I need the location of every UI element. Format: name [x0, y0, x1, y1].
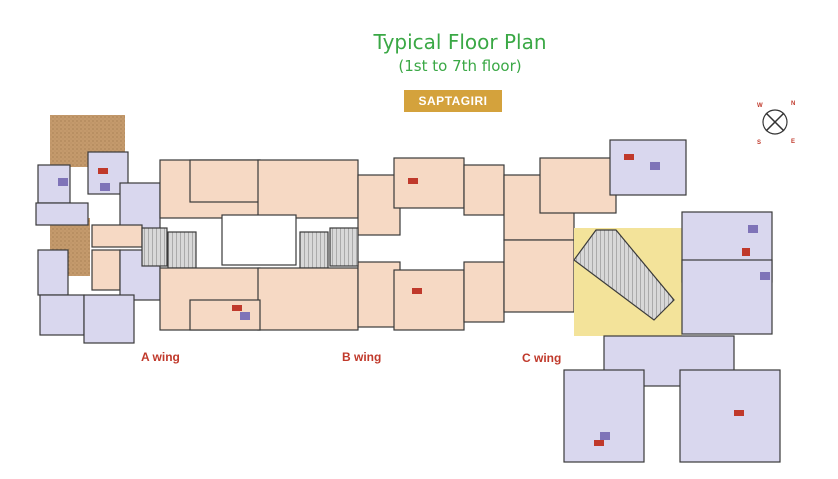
- plan-title: Typical Floor Plan: [373, 30, 547, 54]
- compass-s: S: [757, 140, 761, 146]
- b-wing-label: B wing: [342, 350, 382, 364]
- a-wing-label: A wing: [141, 350, 180, 364]
- compass-w: W: [757, 103, 763, 109]
- compass-e: E: [791, 139, 795, 145]
- furniture-marks: [98, 154, 750, 446]
- central-block-ab: [159, 159, 359, 331]
- c-wing-label: C wing: [522, 351, 562, 365]
- compass-icon: W N S E: [757, 101, 795, 146]
- plan-subtitle: (1st to 7th floor): [398, 57, 522, 75]
- c-wing-plan: [503, 139, 781, 463]
- a-wing-plan: [35, 151, 168, 344]
- compass-n: N: [791, 101, 795, 107]
- b-wing-plan: [329, 157, 505, 331]
- bed-marks: [58, 162, 770, 440]
- building-name-badge: SAPTAGIRI: [404, 90, 502, 112]
